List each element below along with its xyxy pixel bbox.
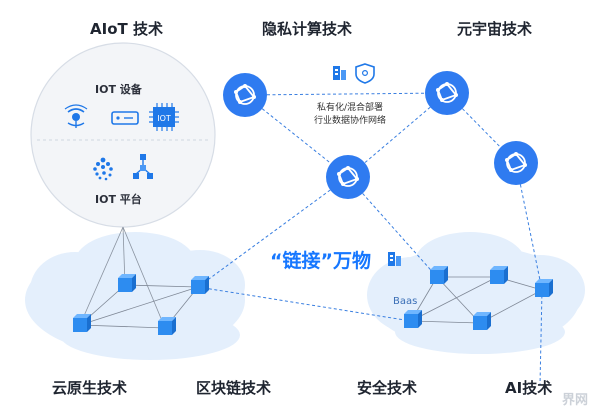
wifi-node-icon	[64, 104, 88, 128]
iot-cube-icon	[118, 274, 136, 292]
label-cloud-native: 云原生技术	[52, 379, 128, 397]
deployment-line2: 行业数据协作网络	[313, 116, 386, 126]
iot-cube-icon	[191, 276, 209, 294]
label-blockchain: 区块链技术	[196, 379, 272, 397]
iot-cube-icon	[490, 266, 508, 284]
watermark: 界网	[562, 393, 589, 408]
label-ai: AI技术	[505, 379, 553, 397]
iot-cube-icon	[158, 317, 176, 335]
iot-cube-icon	[430, 266, 448, 284]
network-node-icon	[425, 71, 469, 115]
label-aiot: AIoT 技术	[90, 20, 163, 38]
deployment-line1: 私有化/混合部署	[316, 103, 384, 113]
dashed-links	[197, 92, 543, 386]
iot-platform-title: IOT 平台	[95, 193, 142, 206]
cloud-left	[25, 232, 245, 360]
network-node-icon	[326, 155, 370, 199]
iota-logo-icon	[93, 157, 113, 181]
slogan: “链接”万物	[270, 250, 371, 272]
network-node-icon	[494, 141, 538, 185]
baas-label: Baas	[393, 296, 418, 307]
router-icon	[111, 111, 139, 125]
iot-devices-title: IOT 设备	[95, 83, 142, 96]
hub-nodes-icon	[133, 154, 153, 179]
iot-cube-icon	[404, 310, 422, 328]
cloud-right	[367, 232, 585, 354]
building-icon	[333, 66, 346, 80]
shield-icon	[355, 63, 375, 84]
building-icon	[388, 252, 401, 266]
iot-cube-icon	[473, 312, 491, 330]
iot-cube-icon	[73, 314, 91, 332]
chip-icon: IOT	[149, 103, 179, 131]
label-security: 安全技术	[357, 379, 418, 397]
label-metaverse: 元宇宙技术	[457, 20, 533, 38]
network-node-icon	[223, 73, 267, 117]
chip-label: IOT	[157, 114, 171, 123]
iot-cube-icon	[535, 279, 553, 297]
label-privacy-computing: 隐私计算技术	[262, 20, 353, 38]
